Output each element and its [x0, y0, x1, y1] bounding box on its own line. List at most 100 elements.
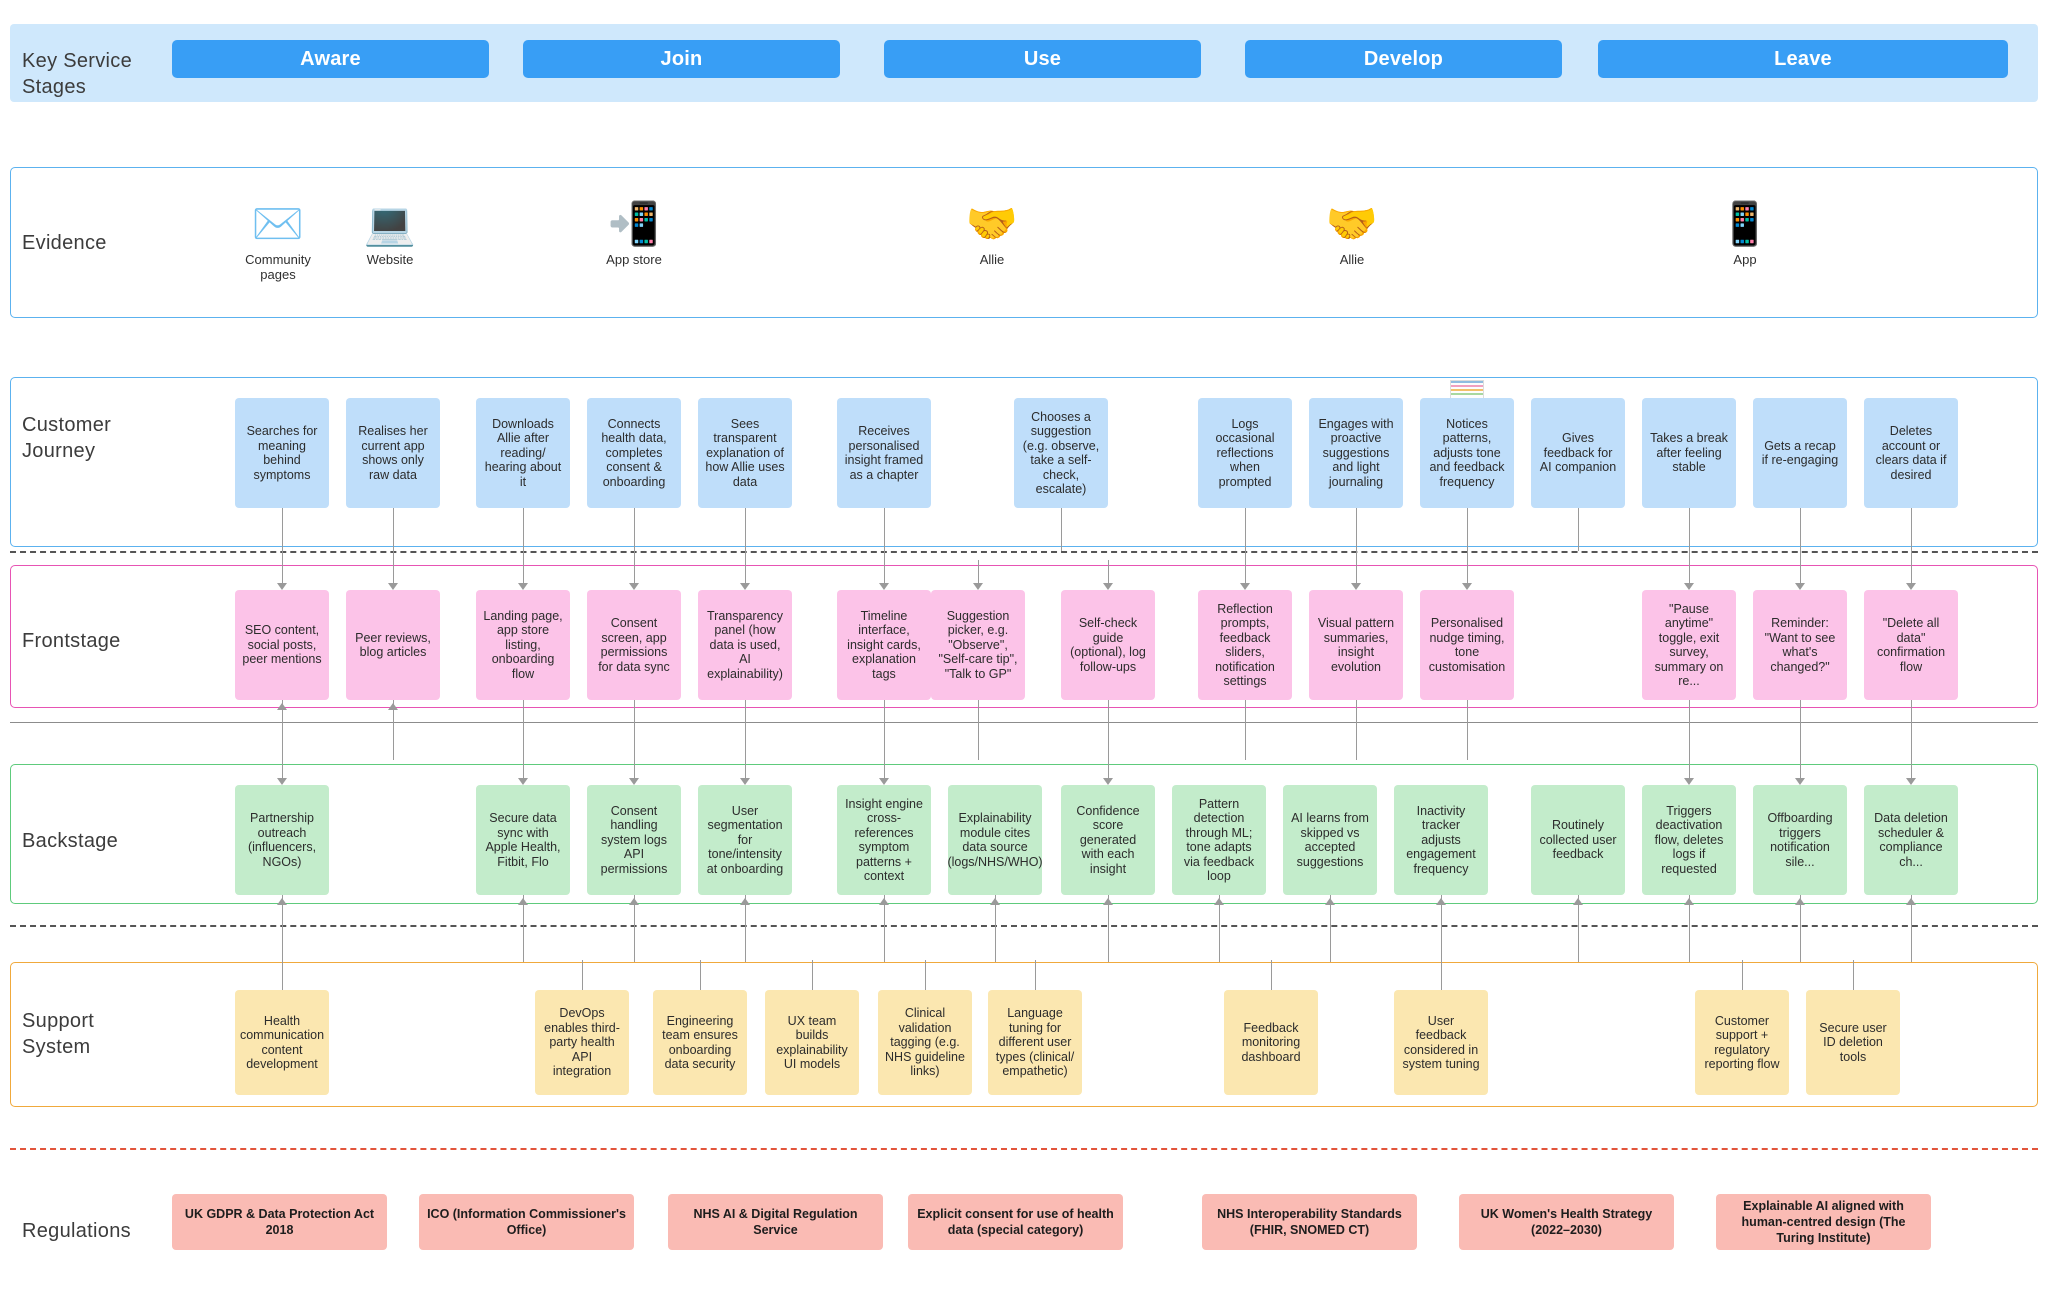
frontstage-card[interactable]: Peer reviews, blog articles — [346, 590, 440, 700]
customer-journey-card[interactable]: Realises her current app shows only raw … — [346, 398, 440, 508]
stage-chip-leave[interactable]: Leave — [1598, 40, 2008, 78]
support-system-card[interactable]: Feedback monitoring dashboard — [1224, 990, 1318, 1095]
backstage-card[interactable]: Partnership outreach (influencers, NGOs) — [235, 785, 329, 895]
customer-journey-card[interactable]: Receives personalised insight framed as … — [837, 398, 931, 508]
evidence-caption: Allie — [1339, 252, 1365, 267]
frontstage-card[interactable]: Suggestion picker, e.g. "Observe", "Self… — [931, 590, 1025, 700]
backstage-card[interactable]: Insight engine cross-references symptom … — [837, 785, 931, 895]
connector-arrow-down — [277, 583, 287, 590]
regulation-card[interactable]: NHS Interoperability Standards (FHIR, SN… — [1202, 1194, 1417, 1250]
evidence-lane — [10, 167, 2038, 318]
envelope-icon: ✉️ — [251, 200, 305, 247]
frontstage-card[interactable]: Reminder: "Want to see what's changed?" — [1753, 590, 1847, 700]
connector-line — [1441, 895, 1443, 962]
frontstage-card[interactable]: "Pause anytime" toggle, exit survey, sum… — [1642, 590, 1736, 700]
stage-chip-use[interactable]: Use — [884, 40, 1201, 78]
customer-journey-card[interactable]: Searches for meaning behind symptoms — [235, 398, 329, 508]
customer-journey-card[interactable]: Takes a break after feeling stable — [1642, 398, 1736, 508]
backstage-card[interactable]: Triggers deactivation flow, deletes logs… — [1642, 785, 1736, 895]
support-system-card[interactable]: Engineering team ensures onboarding data… — [653, 990, 747, 1095]
frontstage-card[interactable]: Visual pattern summaries, insight evolut… — [1309, 590, 1403, 700]
connector-line — [978, 560, 980, 583]
frontstage-card[interactable]: Personalised nudge timing, tone customis… — [1420, 590, 1514, 700]
backstage-card[interactable]: AI learns from skipped vs accepted sugge… — [1283, 785, 1377, 895]
connector-line — [745, 895, 747, 962]
connector-line — [1467, 508, 1469, 583]
customer-journey-card[interactable]: Gives feedback for AI companion — [1531, 398, 1625, 508]
customer-journey-card[interactable]: Engages with proactive suggestions and l… — [1309, 398, 1403, 508]
frontstage-card[interactable]: Transparency panel (how data is used, AI… — [698, 590, 792, 700]
connector-arrow-up — [1795, 898, 1805, 905]
connector-line — [634, 700, 636, 778]
evidence-label: Evidence — [22, 232, 107, 254]
connector-line — [1356, 700, 1358, 760]
backstage-card[interactable]: Inactivity tracker adjusts engagement fr… — [1394, 785, 1488, 895]
connector-line — [523, 508, 525, 583]
connector-line — [1219, 895, 1221, 962]
backstage-card[interactable]: Offboarding triggers notification sile..… — [1753, 785, 1847, 895]
frontstage-card[interactable]: Timeline interface, insight cards, expla… — [837, 590, 931, 700]
connector-arrow-down — [518, 778, 528, 785]
connector-arrow-up — [879, 898, 889, 905]
backstage-card[interactable]: Routinely collected user feedback — [1531, 785, 1625, 895]
backstage-card[interactable]: Explainability module cites data source … — [947, 785, 1043, 895]
connector-line — [1911, 895, 1913, 962]
connector-line — [884, 508, 886, 583]
support-system-card[interactable]: UX team builds explainability UI models — [765, 990, 859, 1095]
customer-journey-card[interactable]: Deletes account or clears data if desire… — [1864, 398, 1958, 508]
connector-arrow-up — [518, 898, 528, 905]
support-system-card[interactable]: Secure user ID deletion tools — [1806, 990, 1900, 1095]
connector-line — [1245, 700, 1247, 760]
connector-arrow-down — [1462, 583, 1472, 590]
customer-journey-card[interactable]: Sees transparent explanation of how Alli… — [698, 398, 792, 508]
backstage-card[interactable]: Confidence score generated with each ins… — [1061, 785, 1155, 895]
support-system-card[interactable]: Customer support + regulatory reporting … — [1695, 990, 1789, 1095]
connector-line — [1800, 700, 1802, 778]
support-system-card[interactable]: Clinical validation tagging (e.g. NHS gu… — [878, 990, 972, 1095]
support-system-card[interactable]: Language tuning for different user types… — [988, 990, 1082, 1095]
connector-line — [1578, 508, 1580, 551]
connector-line — [1271, 960, 1273, 990]
regulation-card[interactable]: NHS AI & Digital Regulation Service — [668, 1194, 883, 1250]
support-system-card[interactable]: DevOps enables third-party health API in… — [535, 990, 629, 1095]
stage-chip-develop[interactable]: Develop — [1245, 40, 1562, 78]
connector-line — [1911, 508, 1913, 583]
connector-arrow-down — [740, 778, 750, 785]
frontstage-card[interactable]: Reflection prompts, feedback sliders, no… — [1198, 590, 1292, 700]
customer-journey-card[interactable]: Logs occasional reflections when prompte… — [1198, 398, 1292, 508]
support-system-card[interactable]: User feedback considered in system tunin… — [1394, 990, 1488, 1095]
customer-journey-card[interactable]: Connects health data, completes consent … — [587, 398, 681, 508]
evidence-item-5: 📱App — [1685, 200, 1805, 267]
backstage-card[interactable]: Secure data sync with Apple Health, Fitb… — [476, 785, 570, 895]
backstage-label: Backstage — [22, 830, 119, 852]
customer-journey-card[interactable]: Downloads Allie after reading/ hearing a… — [476, 398, 570, 508]
connector-arrow-down — [1103, 583, 1113, 590]
frontstage-card[interactable]: Landing page, app store listing, onboard… — [476, 590, 570, 700]
regulation-card[interactable]: ICO (Information Commissioner's Office) — [419, 1194, 634, 1250]
backstage-card[interactable]: Consent handling system logs API permiss… — [587, 785, 681, 895]
connector-line — [1689, 508, 1691, 583]
stage-chip-join[interactable]: Join — [523, 40, 840, 78]
connector-arrow-down — [518, 583, 528, 590]
regulation-card[interactable]: Explainable AI aligned with human-centre… — [1716, 1194, 1931, 1250]
connector-line — [1245, 508, 1247, 583]
frontstage-card[interactable]: "Delete all data" confirmation flow — [1864, 590, 1958, 700]
connector-line — [1108, 700, 1110, 778]
backstage-card[interactable]: Data deletion scheduler & compliance ch.… — [1864, 785, 1958, 895]
connector-arrow-down — [1240, 583, 1250, 590]
line-of-interaction — [10, 551, 2038, 553]
regulation-card[interactable]: Explicit consent for use of health data … — [908, 1194, 1123, 1250]
customer-journey-card[interactable]: Chooses a suggestion (e.g. observe, take… — [1014, 398, 1108, 508]
frontstage-card[interactable]: SEO content, social posts, peer mentions — [235, 590, 329, 700]
regulation-card[interactable]: UK Women's Health Strategy (2022–2030) — [1459, 1194, 1674, 1250]
customer-journey-card[interactable]: Gets a recap if re-engaging — [1753, 398, 1847, 508]
support-system-card[interactable]: Health communication content development — [235, 990, 329, 1095]
frontstage-card[interactable]: Consent screen, app permissions for data… — [587, 590, 681, 700]
backstage-card[interactable]: User segmentation for tone/intensity at … — [698, 785, 792, 895]
regulation-card[interactable]: UK GDPR & Data Protection Act 2018 — [172, 1194, 387, 1250]
stage-chip-aware[interactable]: Aware — [172, 40, 489, 78]
customer-journey-card[interactable]: Notices patterns, adjusts tone and feedb… — [1420, 398, 1514, 508]
backstage-card[interactable]: Pattern detection through ML; tone adapt… — [1172, 785, 1266, 895]
frontstage-card[interactable]: Self-check guide (optional), log follow-… — [1061, 590, 1155, 700]
